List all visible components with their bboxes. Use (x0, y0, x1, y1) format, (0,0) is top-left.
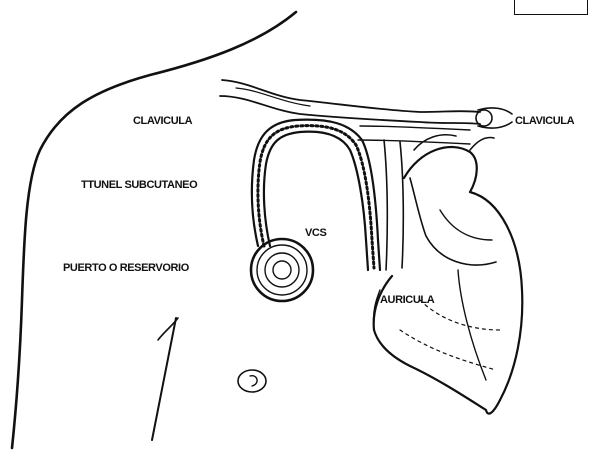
clavicle-bone (220, 80, 492, 126)
label-auricle: AURICULA (380, 294, 435, 306)
superior-vena-cava (384, 140, 403, 270)
torso-line-lower (152, 318, 176, 440)
label-vcs: VCS (305, 227, 326, 239)
label-clavicula-right: CLAVICULA (515, 115, 575, 127)
nipple-mark (238, 370, 266, 392)
heart-drawing (373, 135, 522, 414)
body-outline (12, 12, 296, 448)
label-port: PUERTO O RESERVORIO (63, 262, 190, 274)
label-tunnel: TTUNEL SUBCUTANEO (81, 179, 198, 191)
port-reservoir-drawing (251, 239, 313, 301)
label-clavicula-left: CLAVICULA (133, 115, 193, 127)
clavicle-right-end (478, 108, 512, 128)
